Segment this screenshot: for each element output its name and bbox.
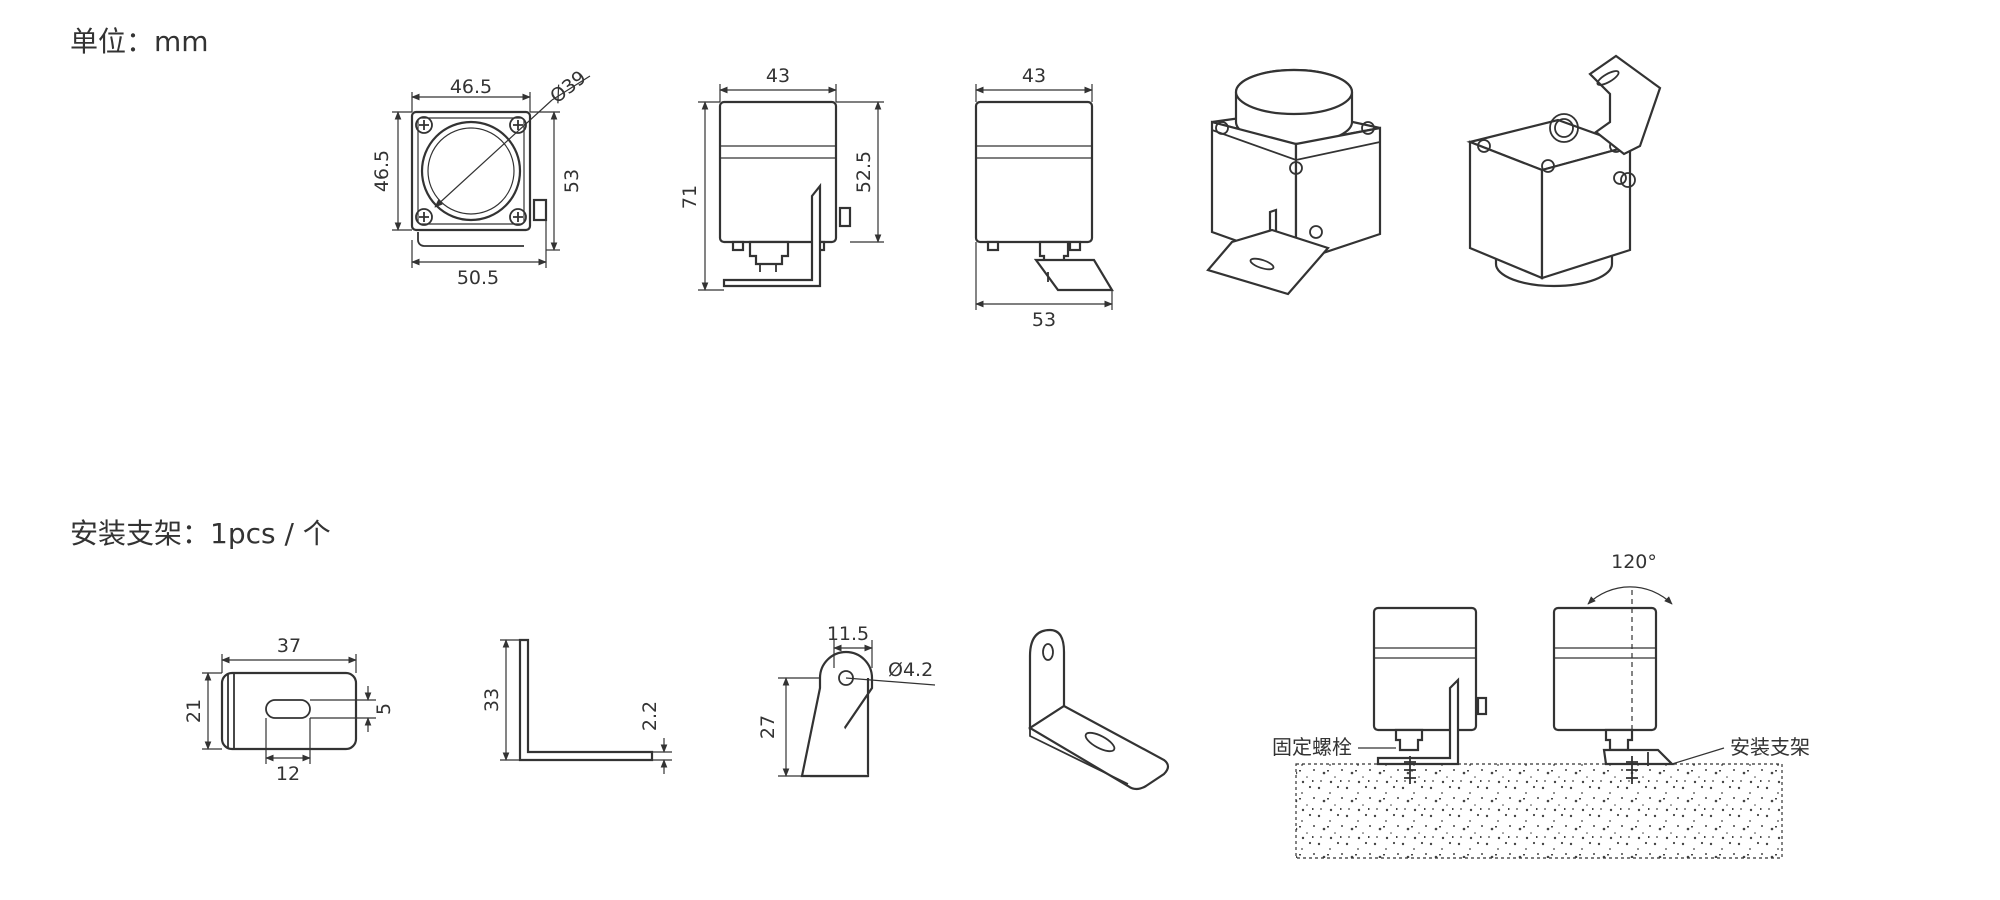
install-angle: 120° [1611,551,1657,573]
dim-hole-offset: 11.5 [827,623,869,645]
dim-total-height: 71 [679,185,701,209]
dim-bracket-height: 21 [183,699,205,723]
dim-front-width: 46.5 [450,76,492,98]
sensor-side-view-2: 43 53 [974,65,1114,331]
dim-leg-height: 33 [481,688,503,712]
bracket-title: 安装支架：1pcs / 个 [70,517,331,550]
dim-body-height: 52.5 [853,151,875,193]
dim-side-width: 43 [766,65,790,87]
dim-total-width: 50.5 [457,267,499,289]
dim-hole-diameter: Ø4.2 [888,659,933,681]
dim-bracket-side-height: 27 [757,715,779,739]
unit-title: 单位：mm [70,25,209,58]
dim-bracket-length: 37 [277,635,301,657]
dim-side2-width: 43 [1022,65,1046,87]
dim-diameter: Ø39 [546,67,590,108]
dim-slot-length: 12 [276,763,300,785]
bracket-side-view: 33 2.2 [481,638,672,774]
dim-front-height: 46.5 [371,150,393,192]
sensor-isometric-back [1466,54,1662,288]
sensor-isometric-front [1206,68,1382,296]
bracket-isometric [1027,628,1170,791]
dim-slot-width: 5 [373,703,395,715]
bracket-top-view: 37 21 5 12 [183,635,395,785]
dim-thickness: 2.2 [639,701,661,731]
sensor-front-view: 46.5 46.5 Ø39 53 50.5 [371,67,590,289]
bracket-front-view: 11.5 Ø4.2 27 [757,623,936,778]
dim-side-height: 53 [561,169,583,193]
bolt-label: 固定螺栓 [1272,735,1352,759]
installation-diagram: 120° 固定螺栓 安装支架 [1272,551,1810,859]
dim-base-width: 53 [1032,309,1056,331]
bracket-part-label: 安装支架 [1730,735,1810,759]
sensor-side-view-1: 43 71 52.5 [679,65,884,291]
